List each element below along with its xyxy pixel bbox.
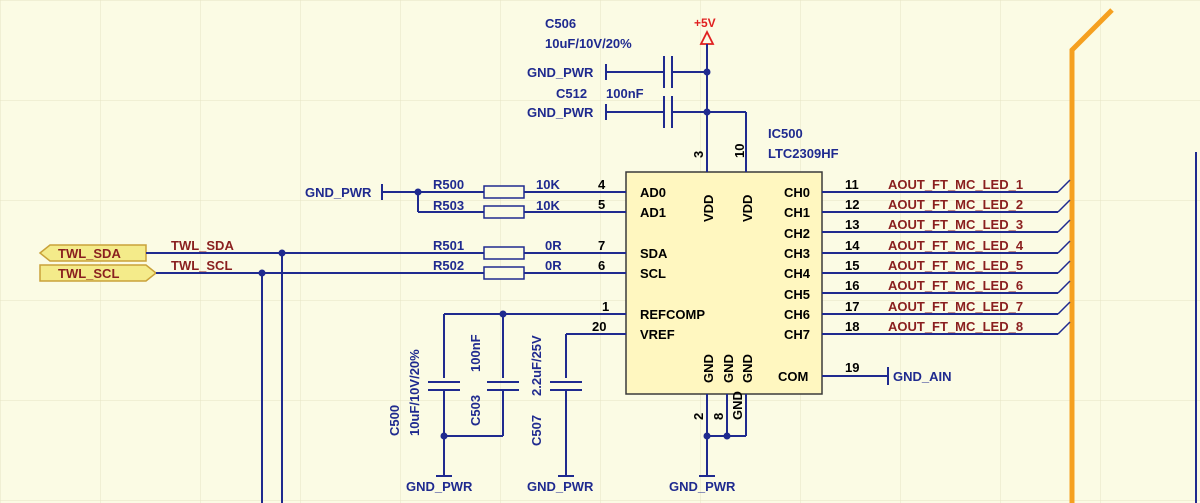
gnd-pwr-label-c512: GND_PWR	[527, 105, 594, 120]
r501-value: 0R	[545, 238, 562, 253]
port-twl-scl-label: TWL_SCL	[58, 266, 119, 281]
pin-num-17: 17	[845, 299, 859, 314]
r500-body[interactable]	[483, 185, 525, 199]
pin-num-10: 10	[732, 144, 747, 158]
ic-right-pins: CH0 CH1 CH2 CH3 CH4 CH5 CH6 CH7 11 12 13…	[784, 177, 1071, 342]
net-label-led-7[interactable]: AOUT_FT_MC_LED_7	[888, 299, 1023, 314]
pin-name-gnd-9: GND	[740, 354, 755, 383]
gnd-ain-label[interactable]: GND_AIN	[893, 369, 952, 384]
r502-value: 0R	[545, 258, 562, 273]
c506-ref: C506	[545, 16, 576, 31]
c512-ref: C512	[556, 86, 587, 101]
pin-name-sda: SDA	[640, 246, 668, 261]
pin-name-ch2: CH2	[784, 226, 810, 241]
pin-num-9: GND	[730, 391, 745, 420]
gnd-pwr-label-c500: GND_PWR	[406, 479, 473, 494]
pin-num-20: 20	[592, 319, 606, 334]
pin-num-12: 12	[845, 197, 859, 212]
pin-name-scl: SCL	[640, 266, 666, 281]
pin-num-18: 18	[845, 319, 859, 334]
pin-name-vdd-10: VDD	[740, 195, 755, 222]
r503-value: 10K	[536, 198, 560, 213]
c500-ref: C500	[387, 405, 402, 436]
vcc-label: +5V	[694, 16, 716, 30]
pin-num-14: 14	[845, 238, 860, 253]
address-resistors: GND_PWR R500 R503 10K 10K	[305, 177, 580, 219]
pin-name-ad0: AD0	[640, 185, 666, 200]
pin-num-8: 8	[711, 413, 726, 420]
gnd-pwr-label-addr: GND_PWR	[305, 185, 372, 200]
ic-body[interactable]	[625, 171, 823, 395]
c506-value: 10uF/10V/20%	[545, 36, 632, 51]
r500-value: 10K	[536, 177, 560, 192]
pin-name-gnd-8: GND	[721, 354, 736, 383]
c507-ref: C507	[529, 415, 544, 446]
net-label-led-6[interactable]: AOUT_FT_MC_LED_6	[888, 278, 1023, 293]
pin-num-1: 1	[602, 299, 609, 314]
r502-body[interactable]	[483, 266, 525, 280]
c512-value: 100nF	[606, 86, 644, 101]
net-label-led-8[interactable]: AOUT_FT_MC_LED_8	[888, 319, 1023, 334]
pin-name-ch4: CH4	[784, 266, 811, 281]
ic-part: LTC2309HF	[768, 146, 839, 161]
gnd-pwr-label-c507: GND_PWR	[527, 479, 594, 494]
pin-num-5: 5	[598, 197, 605, 212]
pin-name-com: COM	[778, 369, 808, 384]
pin-num-11: 11	[845, 177, 859, 192]
c503-ref: C503	[468, 395, 483, 426]
ic-bottom-pins: GND GND GND 2 8 GND	[691, 354, 755, 476]
net-label-led-4[interactable]: AOUT_FT_MC_LED_4	[888, 238, 1024, 253]
i2c-section: TWL_SDA TWL_SCL TWL_SDA TWL_SCL R501 R50…	[38, 238, 580, 503]
pin-name-refcomp: REFCOMP	[640, 307, 705, 322]
c500-value: 10uF/10V/20%	[407, 349, 422, 436]
port-twl-sda-label: TWL_SDA	[58, 246, 121, 261]
pin-num-7: 7	[598, 238, 605, 253]
gnd-pwr-label-c506: GND_PWR	[527, 65, 594, 80]
net-label-led-2[interactable]: AOUT_FT_MC_LED_2	[888, 197, 1023, 212]
pin-num-19: 19	[845, 360, 859, 375]
port-twl-scl[interactable]	[39, 264, 158, 282]
bus-line[interactable]	[1069, 8, 1114, 503]
pin-num-15: 15	[845, 258, 859, 273]
pin-name-vref: VREF	[640, 327, 675, 342]
ic-left-pins: 4 5 7 6 1 20 AD0 AD1 SDA SCL REFCOMP VRE…	[580, 177, 705, 342]
gnd-pwr-label-ic: GND_PWR	[669, 479, 736, 494]
pin-num-6: 6	[598, 258, 605, 273]
net-label-led-3[interactable]: AOUT_FT_MC_LED_3	[888, 217, 1023, 232]
pin-name-ch0: CH0	[784, 185, 810, 200]
pin-name-ch6: CH6	[784, 307, 810, 322]
pin-name-ch7: CH7	[784, 327, 810, 342]
pin-num-16: 16	[845, 278, 859, 293]
net-label-led-5[interactable]: AOUT_FT_MC_LED_5	[888, 258, 1023, 273]
pin-name-ch1: CH1	[784, 205, 810, 220]
pin-name-vdd-3: VDD	[701, 195, 716, 222]
net-label-led-1[interactable]: AOUT_FT_MC_LED_1	[888, 177, 1023, 192]
pin-name-ch3: CH3	[784, 246, 810, 261]
net-twl-scl[interactable]: TWL_SCL	[171, 258, 232, 273]
c507-value: 2.2uF/25V	[529, 335, 544, 396]
ic-com-pin: COM 19 GND_AIN	[778, 360, 952, 385]
ic-ref: IC500	[768, 126, 803, 141]
pin-num-4: 4	[598, 177, 606, 192]
c503-value: 100nF	[468, 334, 483, 372]
pin-num-2: 2	[691, 413, 706, 420]
r503-body[interactable]	[483, 205, 525, 219]
reference-caps: C500 10uF/10V/20% C503 100nF C507 2.2uF/…	[387, 310, 594, 494]
pin-name-ch5: CH5	[784, 287, 810, 302]
r501-body[interactable]	[483, 246, 525, 260]
pin-num-3: 3	[691, 151, 706, 158]
ic-top-pins: 3 10 VDD VDD	[691, 111, 755, 222]
r502-ref: R502	[433, 258, 464, 273]
pin-num-13: 13	[845, 217, 859, 232]
pin-name-ad1: AD1	[640, 205, 666, 220]
r501-ref: R501	[433, 238, 464, 253]
r500-ref: R500	[433, 177, 464, 192]
pin-name-gnd-2: GND	[701, 354, 716, 383]
net-twl-sda[interactable]: TWL_SDA	[171, 238, 234, 253]
vcc-section: +5V C506 10uF/10V/20% GND_PWR C512 100nF…	[527, 16, 716, 128]
r503-ref: R503	[433, 198, 464, 213]
